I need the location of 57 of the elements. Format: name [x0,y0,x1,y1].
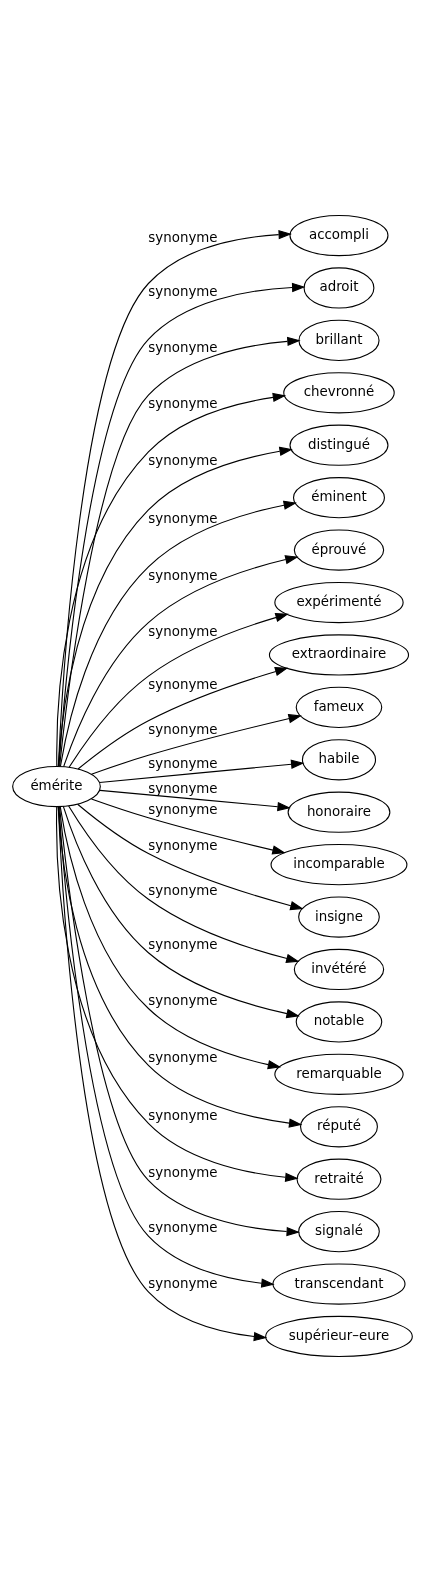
edge-label: synonyme [148,1219,218,1235]
arrow [77,666,289,770]
node-ellipse: signalé [298,1210,380,1252]
arrow [59,500,297,767]
node-ellipse: adroit [303,266,375,309]
node-ellipse: chevronné [283,371,395,413]
arrow [90,713,302,775]
node-ellipse: invétéré [293,948,385,990]
node-ellipse: remarquable [274,1053,404,1095]
arrow [77,803,304,910]
edge-label: synonyme [148,510,218,526]
node-ellipse: réputé [300,1105,378,1147]
edge-label: synonyme [148,882,218,898]
edge-label: synonyme [148,676,218,692]
node-ellipse: notable [295,1000,383,1043]
arrow [99,789,291,811]
edge-label: synonyme [148,1049,218,1065]
node-ellipse: habile [301,738,377,780]
edge-label: synonyme [148,229,218,245]
edge-label: synonyme [148,936,218,952]
node-ellipse: éprouvé [293,528,385,571]
edge-label: synonyme [148,801,218,817]
arrow [99,759,305,783]
arrow [57,805,303,1128]
edge-label: synonyme [148,1107,218,1123]
node-ellipse: distingué [289,424,389,466]
edge-label: synonyme [148,395,218,411]
arrow [68,804,300,963]
arrow [90,797,286,855]
arrow [68,612,289,768]
edge-label: synonyme [148,283,218,299]
arrow [59,805,282,1069]
edge-label: synonyme [148,623,218,639]
node-ellipse: émérite [12,765,101,807]
arrow [56,392,287,767]
edge-label: synonyme [148,755,218,771]
node-ellipse: insigne [298,895,380,938]
edge-label: synonyme [148,452,218,468]
edge-label: synonyme [148,992,218,1008]
arrow [62,805,300,1018]
edge-label: synonyme [148,339,218,355]
node-ellipse: brillant [298,319,380,361]
node-ellipse: transcendant [272,1262,406,1305]
edge-label: synonyme [148,837,218,853]
edge-label: synonyme [148,780,218,796]
edge-label: synonyme [148,1164,218,1180]
node-ellipse: supérieur–eure [265,1315,413,1357]
arrow [57,446,293,767]
node-ellipse: éminent [292,476,385,518]
edge-label: synonyme [148,1275,218,1291]
node-ellipse: honoraire [287,791,391,833]
node-ellipse: accompli [289,214,389,256]
node-ellipse: retraité [296,1158,382,1200]
edge-label: synonyme [148,567,218,583]
edge-label: synonyme [148,721,218,737]
node-ellipse: fameux [295,686,383,728]
arrow [63,554,299,767]
